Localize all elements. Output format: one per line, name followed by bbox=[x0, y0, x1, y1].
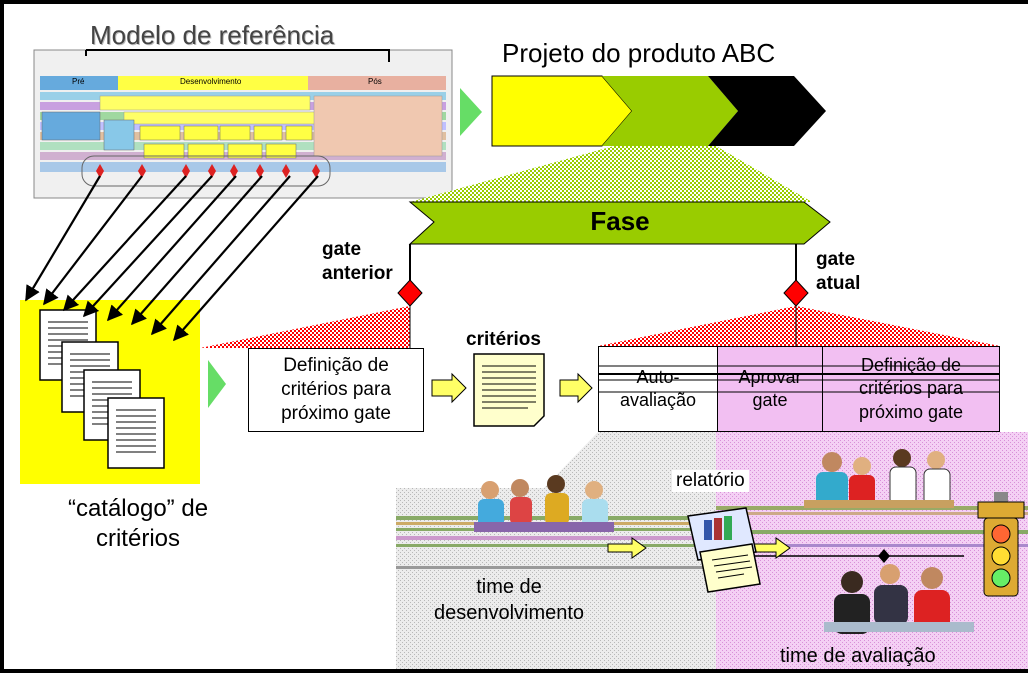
red-wedge-left bbox=[200, 306, 410, 348]
gate-current-label: gate atual bbox=[816, 249, 861, 294]
expansion-wedge bbox=[410, 146, 812, 202]
flow-arrow-icon bbox=[431, 372, 467, 404]
reference-model-label-pos: Pós bbox=[368, 77, 382, 86]
criteria-label: critérios bbox=[466, 329, 541, 350]
phase-banner bbox=[408, 201, 831, 245]
gate-current-diamond bbox=[783, 279, 809, 307]
project-title: Projeto do produto ABC bbox=[502, 38, 776, 68]
gate-table-cell-definition: Definição de critérios para próximo gate bbox=[822, 346, 1000, 432]
mapping-arrows bbox=[25, 175, 319, 342]
dev-team-label: time de desenvolvimento bbox=[433, 576, 585, 624]
catalog-label: “catálogo” de critérios bbox=[67, 495, 209, 552]
traffic-light-icon bbox=[977, 492, 1025, 597]
flow-arrow-icon bbox=[607, 537, 647, 559]
people-group-icon bbox=[804, 449, 954, 508]
report-label: relatório bbox=[672, 470, 749, 492]
reference-model-title: Modelo de referência bbox=[90, 20, 335, 50]
reference-model-gates bbox=[96, 164, 320, 178]
people-group-icon bbox=[474, 475, 614, 532]
dev-team-area bbox=[396, 432, 716, 669]
reference-model-blocks bbox=[41, 95, 443, 159]
document-icon bbox=[107, 397, 165, 469]
report-icon bbox=[687, 507, 761, 593]
gate-table-cell-self-assessment: Auto- avaliação bbox=[598, 346, 718, 432]
criteria-definition-box: Definição de critérios para próximo gate bbox=[248, 348, 424, 432]
arrowhead-icon bbox=[460, 88, 482, 136]
reference-model-label-dev: Desenvolvimento bbox=[180, 77, 242, 86]
reference-model bbox=[33, 49, 453, 199]
gate-previous-label: gate anterior bbox=[322, 239, 393, 284]
diagram-graphics bbox=[20, 49, 1028, 669]
criteria-document-icon bbox=[473, 353, 545, 427]
arrowhead-icon bbox=[208, 360, 226, 408]
people-group-icon bbox=[824, 564, 974, 634]
gate-table-cell-approve: Aprovar gate bbox=[717, 346, 823, 432]
project-chevrons bbox=[491, 75, 826, 147]
red-wedge-right bbox=[598, 306, 1000, 346]
phase-label: Fase bbox=[590, 206, 650, 236]
eval-team-label: time de avaliação bbox=[780, 645, 936, 667]
flow-arrow-icon bbox=[559, 372, 593, 404]
reference-model-label-pre: Pré bbox=[72, 77, 85, 86]
